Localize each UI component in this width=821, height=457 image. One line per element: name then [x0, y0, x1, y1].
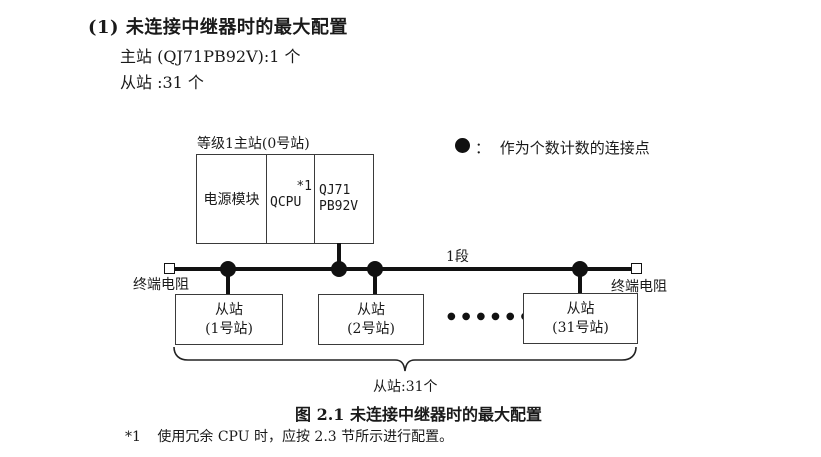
- pb-module-line2: PB92V: [319, 199, 359, 214]
- terminator-square-left: [164, 263, 175, 274]
- master-station-label: 等级1主站(0号站): [197, 136, 310, 152]
- cpu-cell: *1 QCPU: [266, 155, 314, 243]
- footnote-marker: *1: [125, 429, 141, 445]
- spec-line-slave: 从站 :31 个: [120, 73, 204, 92]
- spec-line-master: 主站 (QJ71PB92V):1 个: [120, 47, 301, 66]
- terminator-label-right: 终端电阻: [611, 279, 667, 295]
- segment-label: 1段: [446, 249, 469, 265]
- slave1-line2: (1号站): [205, 320, 253, 337]
- pb-module-cell: QJ71 PB92V: [314, 155, 373, 243]
- master-drop-line: [337, 243, 341, 271]
- slave31-line2: (31号站): [552, 319, 609, 336]
- figure-caption: 图 2.1 未连接中继器时的最大配置: [295, 405, 542, 424]
- slave2-line1: 从站: [357, 301, 385, 318]
- slave2-line2: (2号站): [347, 320, 395, 337]
- slave-box-2: 从站 (2号站): [318, 294, 424, 345]
- pb-module-line1: QJ71: [319, 183, 351, 198]
- legend-separator: ：: [475, 139, 491, 157]
- cpu-footnote-ref: *1: [296, 179, 312, 194]
- power-module-cell: 电源模块: [203, 192, 260, 208]
- legend-entry: ： 作为个数计数的连接点: [475, 137, 650, 158]
- legend-connection-dot-icon: [455, 138, 470, 153]
- slaves-brace: [173, 347, 637, 372]
- bus-line: [170, 267, 638, 271]
- slave31-drop-line: [578, 269, 582, 295]
- legend-label: 作为个数计数的连接点: [499, 139, 650, 157]
- connection-dot-master: [331, 261, 347, 277]
- footnote: *1 使用冗余 CPU 时，应按 2.3 节所示进行配置。: [125, 426, 453, 446]
- footnote-text: 使用冗余 CPU 时，应按 2.3 节所示进行配置。: [157, 429, 454, 445]
- slave-box-31: 从站 (31号站): [523, 293, 638, 344]
- slave-box-1: 从站 (1号站): [175, 294, 283, 345]
- section-heading: (1) 未连接中继器时的最大配置: [88, 17, 348, 38]
- slave2-drop-line: [373, 269, 377, 296]
- brace-label: 从站:31个: [373, 379, 438, 395]
- slave1-drop-line: [226, 269, 230, 296]
- terminator-label-left: 终端电阻: [133, 277, 189, 293]
- master-station-box: 电源模块 *1 QCPU QJ71 PB92V: [196, 154, 374, 244]
- cpu-label: QCPU: [270, 195, 302, 210]
- ellipsis-dots: ●●●●●●: [447, 311, 536, 322]
- terminator-square-right: [631, 263, 642, 274]
- slave1-line1: 从站: [215, 301, 243, 318]
- slave31-line1: 从站: [566, 300, 595, 317]
